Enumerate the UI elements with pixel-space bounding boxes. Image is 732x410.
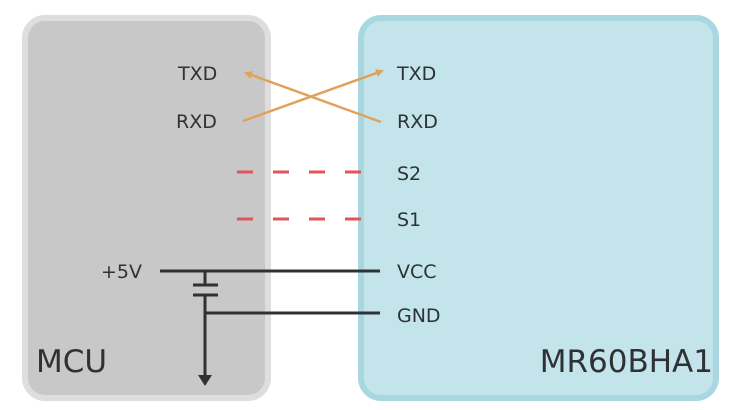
mcu-title: MCU: [36, 344, 107, 380]
module-vcc-label: VCC: [397, 261, 437, 283]
module-gnd-label: GND: [397, 305, 441, 327]
uart-rx-to-tx-wire: [244, 71, 382, 124]
module-box: [358, 15, 719, 401]
uart-tx-to-rx-wire: [242, 69, 384, 123]
power-wiring: [160, 269, 380, 376]
module-s1-label: S1: [397, 209, 421, 231]
mcu-5v-label: +5V: [101, 261, 142, 283]
mcu-box: [22, 15, 271, 401]
mcu-txd-label: TXD: [177, 63, 217, 85]
module-title: MR60BHA1: [540, 344, 713, 380]
ground-arrow-icon: [198, 375, 212, 386]
module-txd-label: TXD: [396, 63, 436, 85]
mcu-rxd-label: RXD: [176, 111, 217, 133]
module-rxd-label: RXD: [397, 111, 438, 133]
module-s2-label: S2: [397, 163, 421, 185]
